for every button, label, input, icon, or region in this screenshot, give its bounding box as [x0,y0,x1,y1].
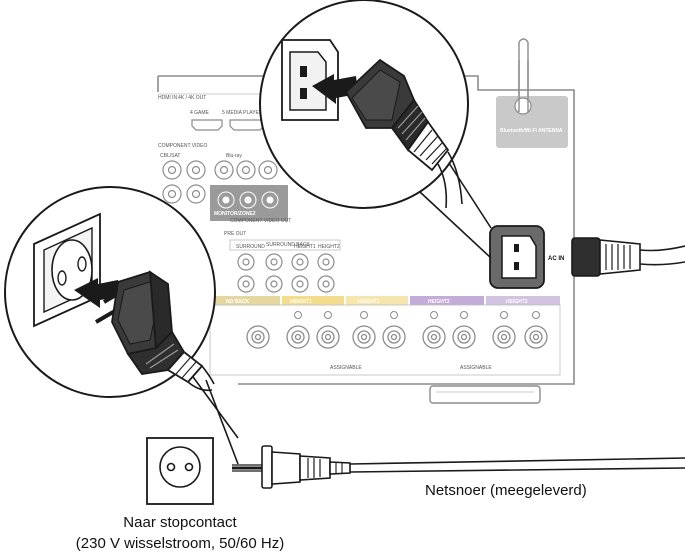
cord-caption: Netsnoer (meegeleverd) [425,482,587,499]
zoom-connector-lines [184,159,492,465]
pre-out-jacks [237,253,335,293]
label-assignable-1: ASSIGNABLE [330,365,362,371]
power-cord-plug [232,445,351,489]
label-assignable-2: ASSIGNABLE [460,365,492,371]
speaker-terminal-strip: ND BACK HEIGHT1 HEIGHT1 HEIGHT2 HEIGHT2 [209,296,561,376]
power-cord [349,457,685,473]
label-antenna: Bluetooth/Wi-Fi ANTENNA [500,128,563,134]
antenna: Bluetooth/Wi-Fi ANTENNA [496,38,568,148]
label-blu-ray: Blu-ray [226,153,242,159]
label-height1-b: HEIGHT1 [358,299,380,305]
label-surround-back: SURROUND BACK [266,242,311,248]
label-ac-in: AC IN [548,256,564,262]
magnifier-wall-socket [4,186,216,398]
label-monitor-zone2: MONITOR/ZONE2 [214,211,256,217]
label-surround: SURROUND [236,244,265,250]
label-hdmi-in: HDMI IN [158,95,178,101]
receiver-rear-panel: HDMI IN 4K / 4K OUT 4 GAME 5 MEDIA PLAYE… [157,38,575,404]
speaker-terminals [246,325,548,349]
label-height1-pre: HEIGHT1 [294,244,316,250]
label-media-player: 5 MEDIA PLAYER [222,110,263,116]
iec-plug-icon [344,58,463,209]
receiver-foot [429,385,541,404]
label-height2-pre: HEIGHT2 [318,244,340,250]
magnifier-iec-connection [259,0,469,209]
outlet-voltage-caption: (230 V wisselstroom, 50/60 Hz) [75,535,285,552]
outlet-symbol [146,437,214,505]
label-component-video: COMPONENT VIDEO [158,143,207,149]
label-component-out: COMPONENT VIDEO OUT [230,218,291,224]
label-game: 4 GAME [190,110,210,116]
label-height2-a: HEIGHT2 [428,299,450,305]
hdmi-ports [191,119,265,131]
schuko-plug-icon [94,270,215,392]
ac-inlet: AC IN [489,225,564,289]
label-cbl-sat: CBL/SAT [160,153,180,159]
label-height1-a: HEIGHT1 [290,299,312,305]
label-height2-b: HEIGHT2 [506,299,528,305]
component-video-jacks [162,160,278,204]
iec-plug-inserted [571,237,685,277]
label-pre-out: PRE OUT [224,231,246,237]
label-4k: 4K / 4K OUT [178,95,206,101]
label-surround-back-sp: ND BACK [226,299,249,305]
outlet-caption: Naar stopcontact [123,514,237,531]
